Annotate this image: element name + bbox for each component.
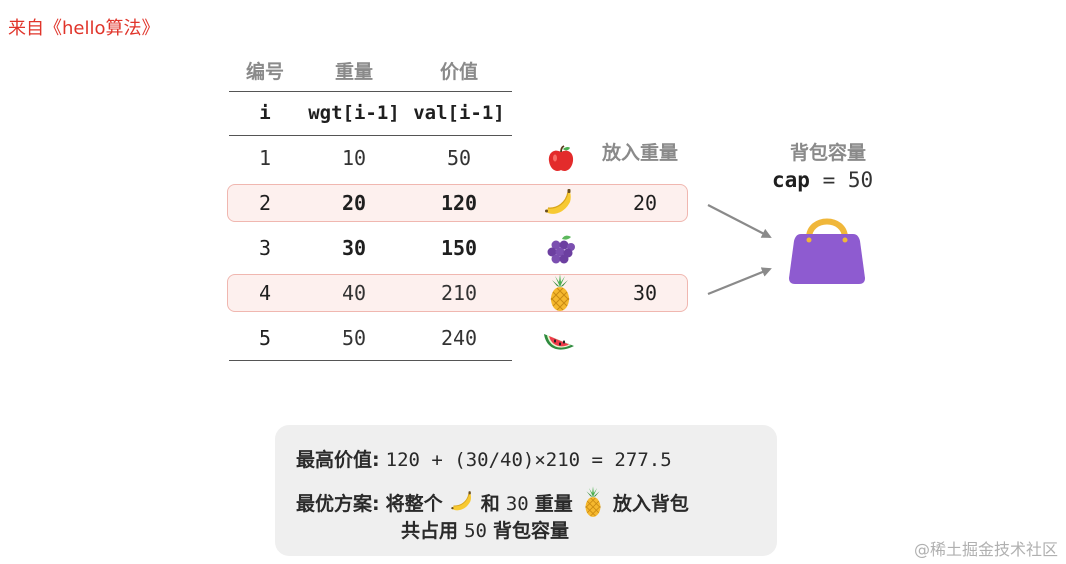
subheader-i: i	[259, 102, 271, 124]
row-3-weight: 30	[341, 236, 367, 260]
max-value-expression: 120 + (30/40)×210 = 277.5	[385, 449, 672, 471]
row-4-put-weight: 30	[632, 281, 658, 305]
arrows	[707, 204, 772, 296]
pineapple-icon	[585, 486, 601, 517]
handbag-icon	[789, 218, 865, 284]
highlight-row-4	[227, 274, 688, 312]
put-weight-label: 放入重量	[602, 142, 679, 164]
plan-text-1: 将整个	[385, 493, 443, 515]
row-4-weight: 40	[341, 281, 367, 305]
apple-icon	[548, 145, 574, 171]
header-value: 价值	[439, 61, 478, 83]
plan-text-4: 放入背包	[612, 493, 689, 515]
plan-line-2: 共占用 50 背包容量	[401, 516, 569, 543]
header-index: 编号	[245, 61, 284, 83]
knapsack-capacity: cap = 50	[772, 168, 873, 192]
row-4-index: 4	[258, 281, 272, 305]
highlight-row-2	[227, 184, 688, 222]
row-5-value: 240	[440, 326, 478, 350]
row-5-weight: 50	[341, 326, 367, 350]
banana-icon	[545, 189, 571, 214]
plan-amount: 30	[505, 493, 529, 515]
subheader-val: val[i-1]	[413, 102, 505, 124]
plan-line2-text-b: 背包容量	[493, 520, 570, 542]
subheader-divider	[229, 135, 512, 136]
plan-text-2: 和	[480, 493, 500, 515]
row-3-value: 150	[440, 236, 478, 260]
header-weight: 重量	[334, 61, 373, 83]
summary-box: 最高价值: 120 + (30/40)×210 = 277.5 最优方案: 将整…	[275, 425, 777, 556]
header-divider	[229, 91, 512, 92]
cap-value: = 50	[822, 168, 874, 192]
source-label: 来自《hello算法》	[8, 18, 160, 39]
row-2-put-weight: 20	[632, 191, 658, 215]
subheader-wgt: wgt[i-1]	[308, 102, 400, 124]
watermelon-icon	[544, 334, 574, 350]
row-1-index: 1	[258, 146, 272, 170]
row-2-weight: 20	[341, 191, 367, 215]
cap-key: cap	[772, 168, 810, 192]
max-value-label: 最高价值:	[296, 449, 380, 471]
row-2-value: 120	[440, 191, 478, 215]
row-5-index: 5	[258, 326, 272, 350]
watermark: @稀土掘金技术社区	[913, 540, 1058, 559]
grapes-icon	[547, 235, 575, 264]
row-1-weight: 10	[341, 146, 367, 170]
row-4-value: 210	[440, 281, 478, 305]
plan-line2-number: 50	[464, 520, 487, 542]
plan-line: 最优方案: 将整个 和 30 重量 放入背包	[296, 485, 689, 519]
row-1-value: 50	[446, 146, 472, 170]
knapsack-title: 背包容量	[789, 142, 866, 164]
banana-icon	[451, 491, 471, 511]
pineapple-icon	[550, 274, 570, 311]
row-3-index: 3	[258, 236, 272, 260]
table-bottom-line	[229, 360, 512, 361]
arrow-from-row-2	[707, 204, 772, 238]
arrow-from-row-4	[707, 267, 772, 296]
plan-line2-text-a: 共占用	[401, 520, 459, 542]
max-value-line: 最高价值: 120 + (30/40)×210 = 277.5	[296, 445, 672, 472]
plan-label: 最优方案:	[296, 493, 380, 515]
row-2-index: 2	[258, 191, 272, 215]
plan-text-3: 重量	[534, 493, 573, 515]
